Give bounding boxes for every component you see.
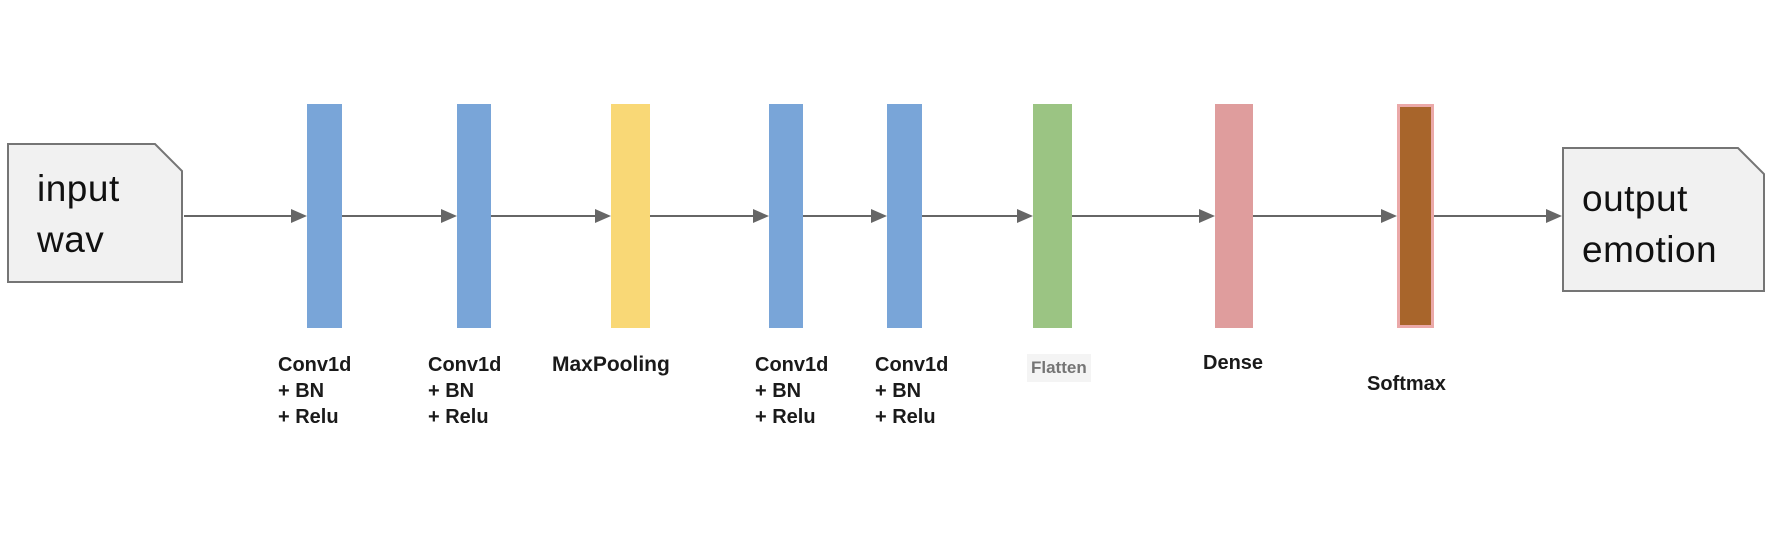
layer-label-conv1d-bn-relu-1: Conv1d + BN + Relu bbox=[278, 354, 352, 428]
layer-bar-conv1d-bn-relu-3 bbox=[769, 104, 803, 328]
arrow-shaft bbox=[922, 215, 1021, 217]
layer-label-flatten: Flatten bbox=[1027, 354, 1091, 382]
arrowhead-icon bbox=[441, 209, 457, 223]
arrowhead-icon bbox=[871, 209, 887, 223]
arrowhead-icon bbox=[1017, 209, 1033, 223]
arrow-shaft bbox=[342, 215, 445, 217]
input-node: input wav bbox=[7, 143, 183, 283]
flow-arrow bbox=[342, 209, 457, 223]
layer-bar-conv1d-bn-relu-2 bbox=[457, 104, 491, 328]
output-node-label: output emotion bbox=[1582, 178, 1718, 270]
flow-arrow bbox=[803, 209, 887, 223]
output-node: output emotion bbox=[1562, 147, 1765, 292]
arrow-shaft bbox=[1253, 215, 1385, 217]
flow-arrow bbox=[1253, 209, 1397, 223]
layer-bar-maxpooling bbox=[611, 104, 650, 328]
arrow-shaft bbox=[650, 215, 757, 217]
input-node-label: input wav bbox=[37, 168, 120, 260]
arrow-shaft bbox=[803, 215, 875, 217]
layer-bar-softmax bbox=[1397, 104, 1434, 328]
layer-label-conv1d-bn-relu-4: Conv1d + BN + Relu bbox=[875, 354, 949, 428]
arrowhead-icon bbox=[291, 209, 307, 223]
arrow-shaft bbox=[491, 215, 599, 217]
layer-bar-flatten bbox=[1033, 104, 1072, 328]
arrowhead-icon bbox=[753, 209, 769, 223]
layer-label-softmax: Softmax bbox=[1367, 373, 1446, 395]
layer-label-dense: Dense bbox=[1203, 352, 1264, 374]
arrowhead-icon bbox=[1546, 209, 1562, 223]
layer-bar-dense bbox=[1215, 104, 1253, 328]
layer-label-maxpooling: MaxPooling bbox=[552, 353, 670, 376]
layer-bar-conv1d-bn-relu-1 bbox=[307, 104, 342, 328]
flow-arrow bbox=[491, 209, 611, 223]
arrow-shaft bbox=[184, 215, 295, 217]
arrowhead-icon bbox=[1199, 209, 1215, 223]
note-shape-icon bbox=[1562, 147, 1765, 292]
layer-label-conv1d-bn-relu-2: Conv1d + BN + Relu bbox=[428, 354, 502, 428]
flow-arrow bbox=[922, 209, 1033, 223]
arrow-shaft bbox=[1072, 215, 1203, 217]
arrowhead-icon bbox=[1381, 209, 1397, 223]
flow-arrow bbox=[650, 209, 769, 223]
layer-bar-conv1d-bn-relu-4 bbox=[887, 104, 922, 328]
layer-label-conv1d-bn-relu-3: Conv1d + BN + Relu bbox=[755, 354, 829, 428]
flow-arrow bbox=[1072, 209, 1215, 223]
flow-arrow bbox=[184, 209, 307, 223]
arrowhead-icon bbox=[595, 209, 611, 223]
flow-arrow bbox=[1434, 209, 1562, 223]
arrow-shaft bbox=[1434, 215, 1550, 217]
note-shape-icon bbox=[7, 143, 183, 283]
